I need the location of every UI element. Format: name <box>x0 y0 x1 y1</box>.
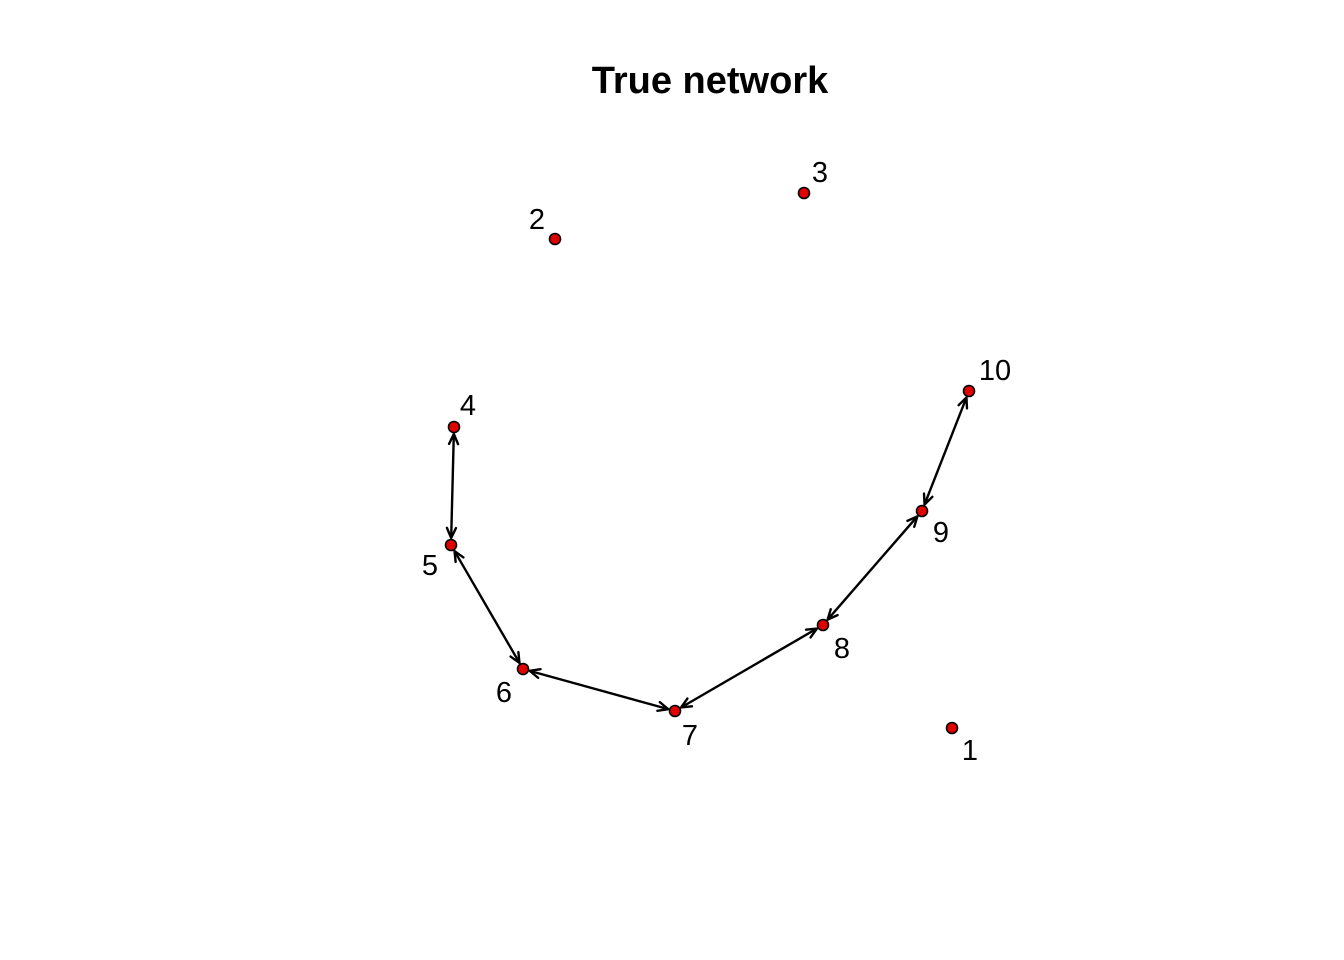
arrowhead-8-9-at-9 <box>906 515 919 528</box>
node-label-9: 9 <box>933 517 949 549</box>
edge-7-8 <box>680 627 818 709</box>
arrowhead-4-5-at-5 <box>445 526 458 540</box>
edge-9-10 <box>923 397 968 505</box>
node-label-10: 10 <box>979 355 1011 387</box>
arrowhead-4-5-at-4 <box>447 432 460 446</box>
arrowhead-9-10-at-9 <box>922 492 934 506</box>
arrowhead-8-9-at-8 <box>826 608 839 621</box>
node-7 <box>668 704 682 718</box>
node-2 <box>548 232 562 246</box>
node-label-7: 7 <box>682 720 698 752</box>
node-5 <box>444 538 458 552</box>
node-9 <box>915 504 929 518</box>
arrowhead-7-8-at-7 <box>679 697 694 709</box>
edges-layer <box>445 396 969 713</box>
diagram-title: True network <box>592 60 829 102</box>
node-8 <box>816 618 830 632</box>
arrowhead-9-10-at-10 <box>957 396 969 410</box>
arrowhead-7-8-at-8 <box>804 627 819 639</box>
node-10 <box>962 384 976 398</box>
edge-5-6 <box>453 550 521 664</box>
node-label-4: 4 <box>460 390 476 422</box>
arrowhead-6-7-at-6 <box>528 667 542 680</box>
node-4 <box>447 420 461 434</box>
node-6 <box>516 662 530 676</box>
node-3 <box>797 186 811 200</box>
node-label-8: 8 <box>834 633 850 665</box>
edge-6-7 <box>529 669 669 711</box>
node-label-2: 2 <box>529 204 545 236</box>
node-label-1: 1 <box>962 735 978 767</box>
labels-layer: 1 2 3 4 5 6 7 8 9 10 <box>422 157 1011 767</box>
node-label-5: 5 <box>422 550 438 582</box>
arrowhead-6-7-at-7 <box>656 700 670 713</box>
arrowhead-5-6-at-5 <box>453 549 465 564</box>
node-label-6: 6 <box>496 677 512 709</box>
node-1 <box>945 721 959 735</box>
edge-4-5 <box>449 433 456 539</box>
nodes-layer <box>444 186 976 735</box>
arrowhead-5-6-at-6 <box>509 650 521 665</box>
edge-8-9 <box>826 515 919 621</box>
node-label-3: 3 <box>812 157 828 189</box>
